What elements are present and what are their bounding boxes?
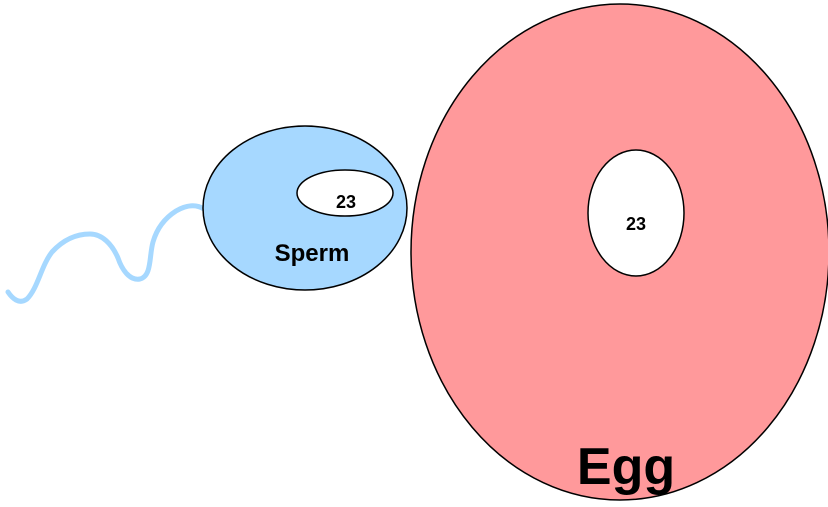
sperm-cell: 23 Sperm [203,126,407,290]
egg-chromosome-count: 23 [626,214,646,234]
egg-nucleus [588,150,684,276]
sperm-label: Sperm [275,240,350,267]
egg-cell: 23 Egg [411,4,828,500]
sperm-chromosome-count: 23 [336,192,356,212]
egg-label: Egg [577,438,675,496]
sperm-tail [8,206,204,301]
